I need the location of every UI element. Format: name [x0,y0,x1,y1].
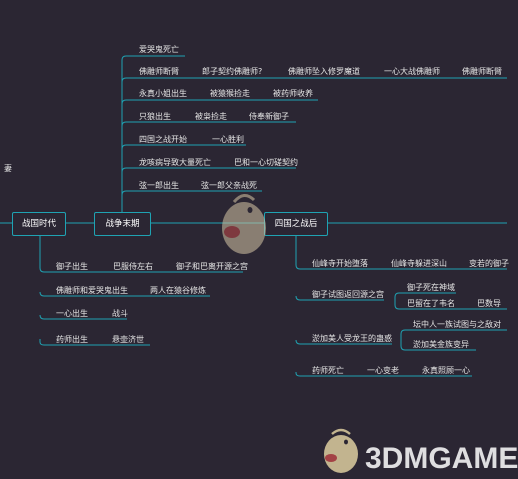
late-war-item[interactable]: 龙咳病导致大量死亡 [139,158,211,167]
late-war-item[interactable]: 被药师收养 [273,89,313,98]
late-war-item[interactable]: 只狼出生 [139,112,171,121]
after-war-subitem[interactable]: 御子死在神域 [407,283,455,292]
warring-item[interactable]: 一心出生 [56,309,88,318]
late-war-item[interactable]: 弦一郎出生 [139,181,179,190]
late-war-item[interactable]: 佛雕师断臂 [139,67,179,76]
late-war-item[interactable]: 郎子契约佛雕师? [202,67,263,76]
late-war-item[interactable]: 永真小姐出生 [139,89,187,98]
warring-item[interactable]: 御子出生 [56,262,88,271]
warring-item[interactable]: 佛雕师和爱哭鬼出生 [56,286,128,295]
node-late-war[interactable]: 战争末期 [94,212,151,236]
mascot-logo-icon [324,428,358,473]
late-war-item[interactable]: 四国之战开始 [139,135,187,144]
late-war-item[interactable]: 一心胜利 [212,135,244,144]
warring-item[interactable]: 巴服侍左右 [113,262,153,271]
after-war-subitem[interactable]: 巴留在了韦名 [407,299,455,308]
late-war-item[interactable]: 被猿猴捡走 [210,89,250,98]
warring-item[interactable]: 战斗 [112,309,128,318]
after-war-item[interactable]: 仙峰寺躲进深山 [391,259,447,268]
after-war-item[interactable]: 御子试图返回源之宫 [312,290,384,299]
after-war-item[interactable]: 永真照顾一心 [422,366,470,375]
after-war-item[interactable]: 淤加美人受龙王的蛊惑 [312,334,392,343]
node-left-fragment: 妻 [4,164,12,173]
after-war-item[interactable]: 仙峰寺开始堕落 [312,259,368,268]
late-war-item[interactable]: 被枭捡走 [195,112,227,121]
mind-map-canvas [0,55,507,377]
after-war-item[interactable]: 变若的御子 [469,259,509,268]
after-war-subitem[interactable]: 巴数导 [477,299,501,308]
after-war-subitem[interactable]: 淤加美金族变异 [413,340,469,349]
late-war-item[interactable]: 巴和一心切磋契约 [234,158,298,167]
node-after-war[interactable]: 四国之战后 [264,212,328,236]
warring-item[interactable]: 御子和巴离开源之宫 [176,262,248,271]
late-war-item[interactable]: 弦一郎父亲战死 [201,181,257,190]
after-war-item[interactable]: 一心变老 [367,366,399,375]
watermark-logo-text: 3DMGAME [365,442,518,475]
after-war-subitem[interactable]: 坛中人一族试图与之敌对 [413,320,501,329]
late-war-item[interactable]: 佛雕师断臂 [462,67,502,76]
late-war-item[interactable]: 爱哭鬼死亡 [139,45,179,54]
warring-item[interactable]: 两人在猿谷修炼 [150,286,206,295]
warring-item[interactable]: 悬壶济世 [112,335,144,344]
late-war-item[interactable]: 一心大战佛雕师 [384,67,440,76]
node-warring-states[interactable]: 战国时代 [12,212,66,236]
late-war-item[interactable]: 佛雕师坠入修罗魔道 [288,67,360,76]
late-war-item[interactable]: 侍奉新御子 [249,112,289,121]
after-war-item[interactable]: 药师死亡 [312,366,344,375]
mascot-watermark-icon [222,194,266,254]
warring-item[interactable]: 药师出生 [56,335,88,344]
